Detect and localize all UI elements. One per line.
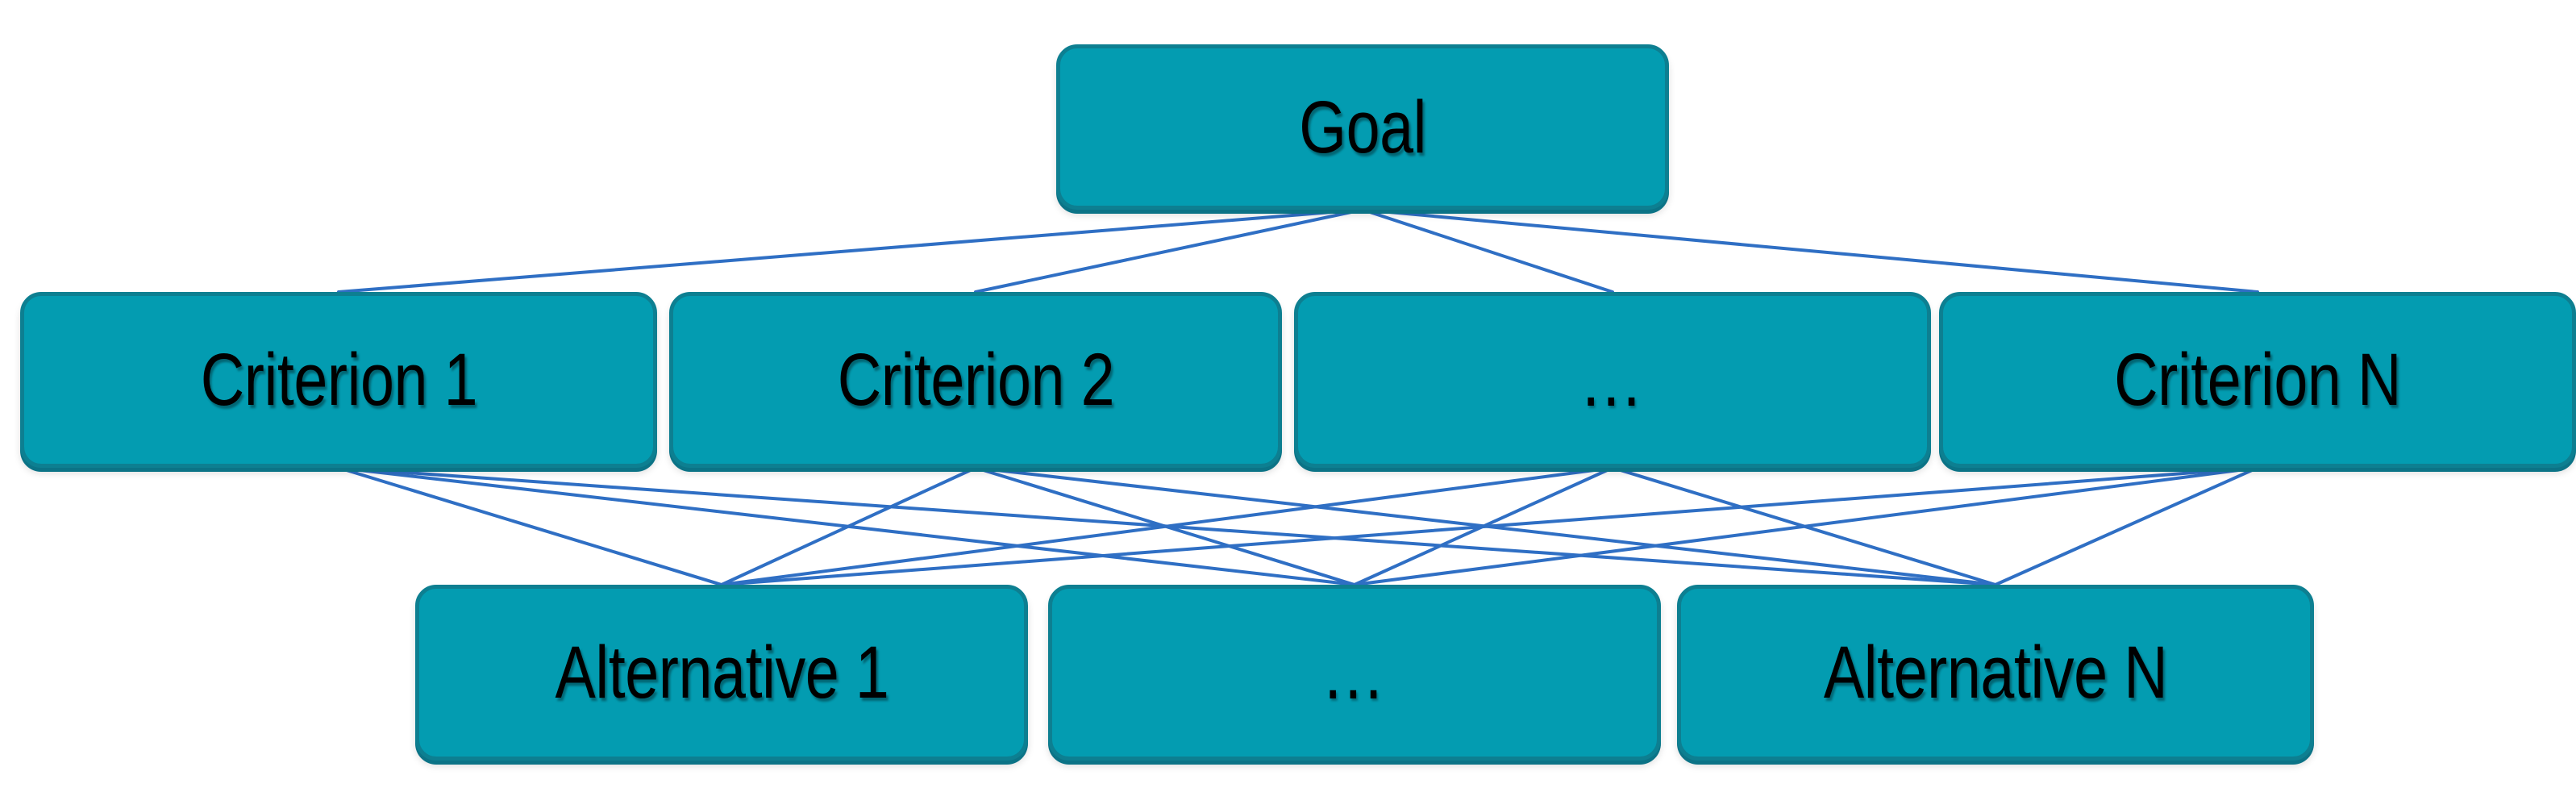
node-label-an: Alternative N bbox=[1823, 632, 2168, 714]
node-goal[interactable]: Goal bbox=[1056, 44, 1669, 210]
node-a1[interactable]: Alternative 1 bbox=[415, 585, 1028, 761]
node-label-c2: Criterion 2 bbox=[837, 339, 1114, 421]
edge-goal-to-cd bbox=[1361, 208, 1614, 294]
edge-cn-to-an bbox=[1994, 466, 2259, 586]
node-c2[interactable]: Criterion 2 bbox=[669, 292, 1282, 468]
edge-c1-to-an bbox=[337, 466, 1997, 586]
edge-cd-to-ad bbox=[1353, 466, 1614, 586]
edge-c2-to-a1 bbox=[720, 466, 977, 586]
edge-cn-to-ad bbox=[1353, 466, 2259, 586]
node-label-ad: ... bbox=[1324, 629, 1385, 715]
node-label-cn: Criterion N bbox=[2113, 339, 2402, 421]
node-cd[interactable]: ... bbox=[1294, 292, 1931, 468]
edge-c2-to-an bbox=[974, 466, 1997, 586]
node-ad[interactable]: ... bbox=[1048, 585, 1661, 761]
node-label-goal: Goal bbox=[1299, 85, 1426, 169]
edge-cd-to-a1 bbox=[720, 466, 1614, 586]
edge-c2-to-ad bbox=[974, 466, 1356, 586]
node-an[interactable]: Alternative N bbox=[1677, 585, 2314, 761]
node-cn[interactable]: Criterion N bbox=[1939, 292, 2576, 468]
edge-c1-to-a1 bbox=[337, 466, 723, 586]
edge-goal-to-cn bbox=[1361, 208, 2259, 294]
edge-goal-to-c1 bbox=[337, 208, 1364, 294]
node-label-c1: Criterion 1 bbox=[200, 339, 477, 421]
node-label-cd: ... bbox=[1582, 336, 1643, 423]
edge-c1-to-ad bbox=[337, 466, 1356, 586]
edge-cd-to-an bbox=[1611, 466, 1997, 586]
edge-cn-to-a1 bbox=[720, 466, 2259, 586]
node-c1[interactable]: Criterion 1 bbox=[20, 292, 657, 468]
node-label-a1: Alternative 1 bbox=[554, 632, 888, 714]
edge-goal-to-c2 bbox=[974, 208, 1364, 294]
